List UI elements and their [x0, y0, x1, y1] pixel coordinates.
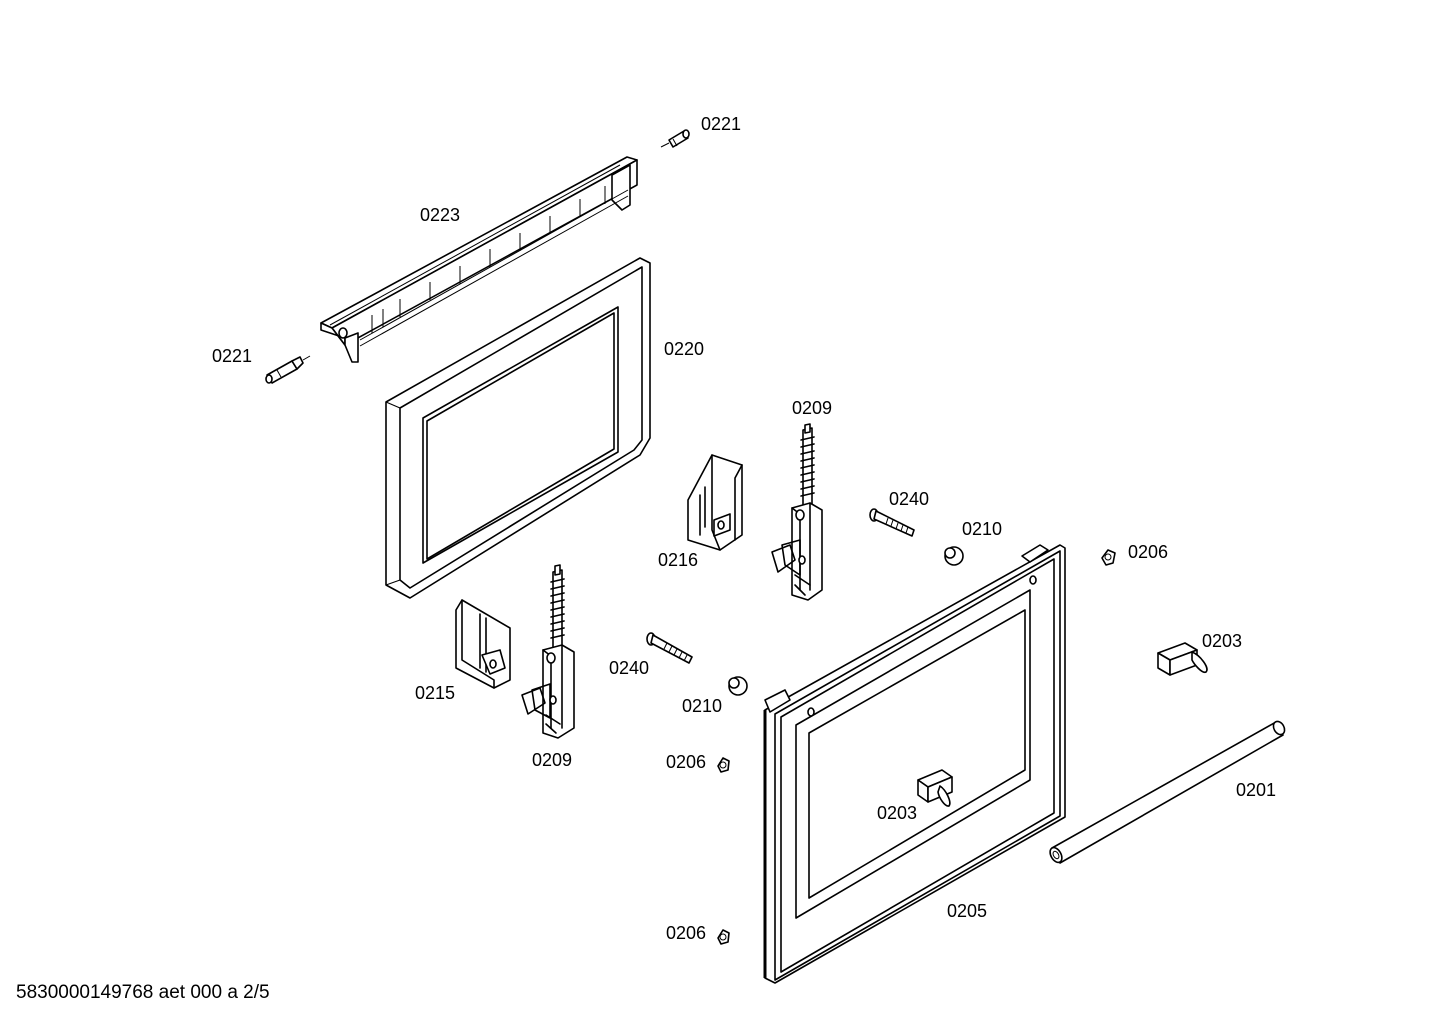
label-0203-right: 0203 — [1202, 631, 1242, 651]
label-0205: 0205 — [947, 901, 987, 921]
label-0206-top: 0206 — [1128, 542, 1168, 562]
label-0203-center: 0203 — [877, 803, 917, 823]
part-0209-hinge-bottom — [521, 564, 575, 739]
part-0206-top-clip — [1101, 549, 1116, 566]
label-0221-left: 0221 — [212, 346, 252, 366]
part-0206-mid-clip — [717, 757, 730, 773]
part-0203-handle-bracket-right — [1157, 642, 1208, 676]
label-0206-mid: 0206 — [666, 752, 706, 772]
label-0209-bottom: 0209 — [532, 750, 572, 770]
part-0221-top-pin — [660, 129, 690, 148]
label-0209-top: 0209 — [792, 398, 832, 418]
part-0206-bottom-clip — [717, 929, 730, 945]
label-0240-top: 0240 — [889, 489, 929, 509]
label-0220: 0220 — [664, 339, 704, 359]
label-0221-top: 0221 — [701, 114, 741, 134]
part-0205-outer-door — [763, 544, 1066, 984]
part-0210-mid-washer — [728, 676, 748, 696]
label-0223: 0223 — [420, 205, 460, 225]
part-0215-hinge-bracket — [455, 599, 511, 689]
label-0210-mid: 0210 — [682, 696, 722, 716]
label-0201: 0201 — [1236, 780, 1276, 800]
part-0201-handle-bar — [1049, 720, 1286, 864]
part-0221-left-pin — [265, 355, 311, 384]
label-0215: 0215 — [415, 683, 455, 703]
part-0223-top-rail — [320, 156, 638, 363]
part-0210-top-washer — [944, 546, 964, 566]
part-0240-top-screw — [869, 508, 915, 537]
part-0203-handle-bracket-center — [917, 769, 953, 807]
part-0240-mid-screw — [646, 632, 693, 664]
part-0216-hinge-bracket — [687, 454, 743, 551]
label-0240-mid: 0240 — [609, 658, 649, 678]
label-0210-top: 0210 — [962, 519, 1002, 539]
label-0206-bottom: 0206 — [666, 923, 706, 943]
document-code: 5830000149768 aet 000 a 2/5 — [16, 982, 270, 1003]
label-0216: 0216 — [658, 550, 698, 570]
part-labels: 0221 0223 0221 0220 0209 0240 0210 0206 … — [212, 114, 1276, 943]
part-0209-hinge-top — [771, 423, 823, 601]
part-0220-inner-glass — [385, 257, 651, 599]
